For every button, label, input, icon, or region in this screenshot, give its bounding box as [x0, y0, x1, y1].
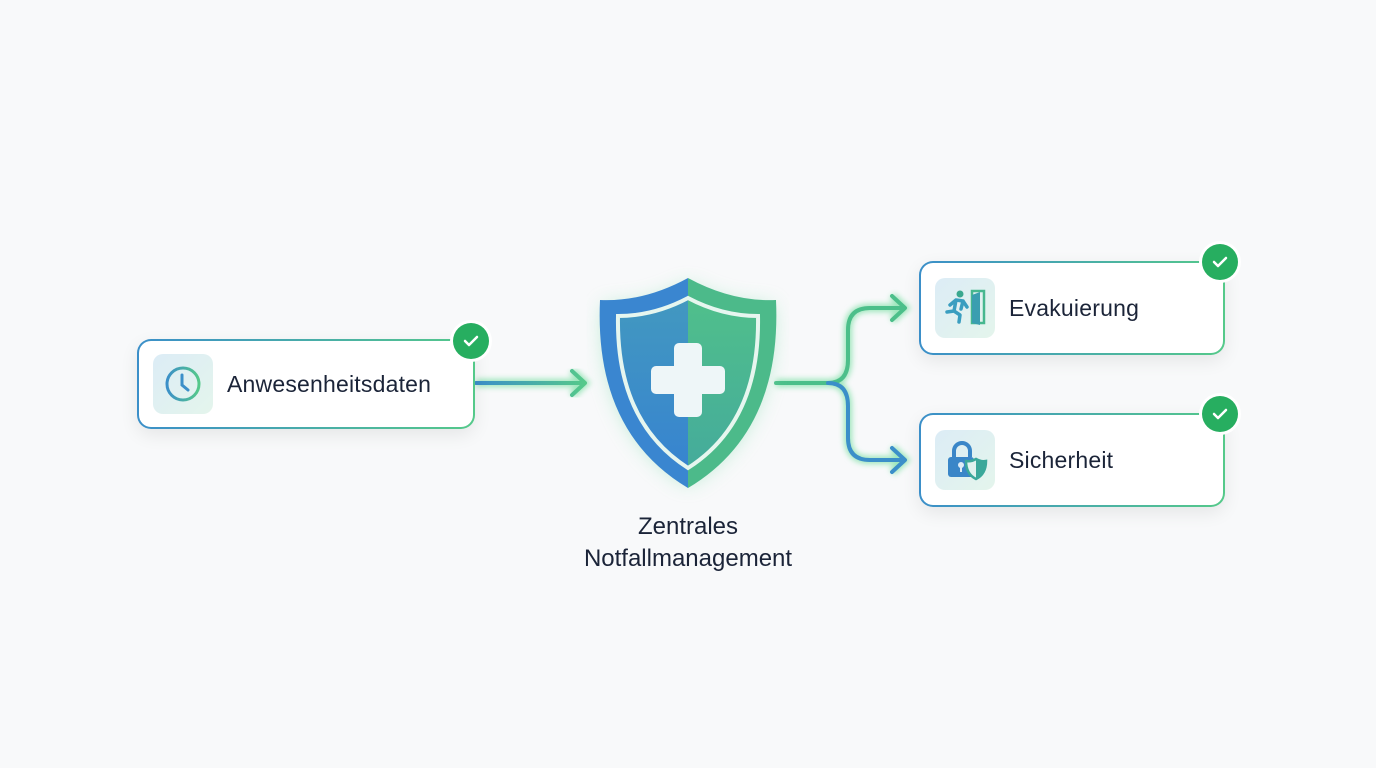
branch-arrows	[774, 293, 911, 475]
shield-plus-icon	[599, 278, 777, 488]
check-badge-icon	[453, 323, 489, 359]
target-node-sicherheit[interactable]: Sicherheit	[919, 413, 1225, 507]
source-node-label: Anwesenheitsdaten	[227, 370, 432, 397]
check-badge-icon	[1202, 244, 1238, 280]
target-node-label: Evakuierung	[1009, 294, 1140, 321]
lock-shield-icon	[935, 430, 995, 490]
check-badge-icon	[1202, 396, 1238, 432]
source-node-anwesenheitsdaten[interactable]: Anwesenheitsdaten	[137, 339, 475, 429]
center-node-label-line1: Zentrales	[637, 513, 739, 540]
clock-icon	[153, 354, 213, 414]
emergency-exit-icon	[935, 278, 995, 338]
target-node-label: Sicherheit	[1009, 446, 1114, 473]
arrow-to-center	[474, 368, 591, 398]
center-node-label-line2: Notfallmanagement	[583, 545, 793, 572]
target-node-evakuierung[interactable]: Evakuierung	[919, 261, 1225, 355]
